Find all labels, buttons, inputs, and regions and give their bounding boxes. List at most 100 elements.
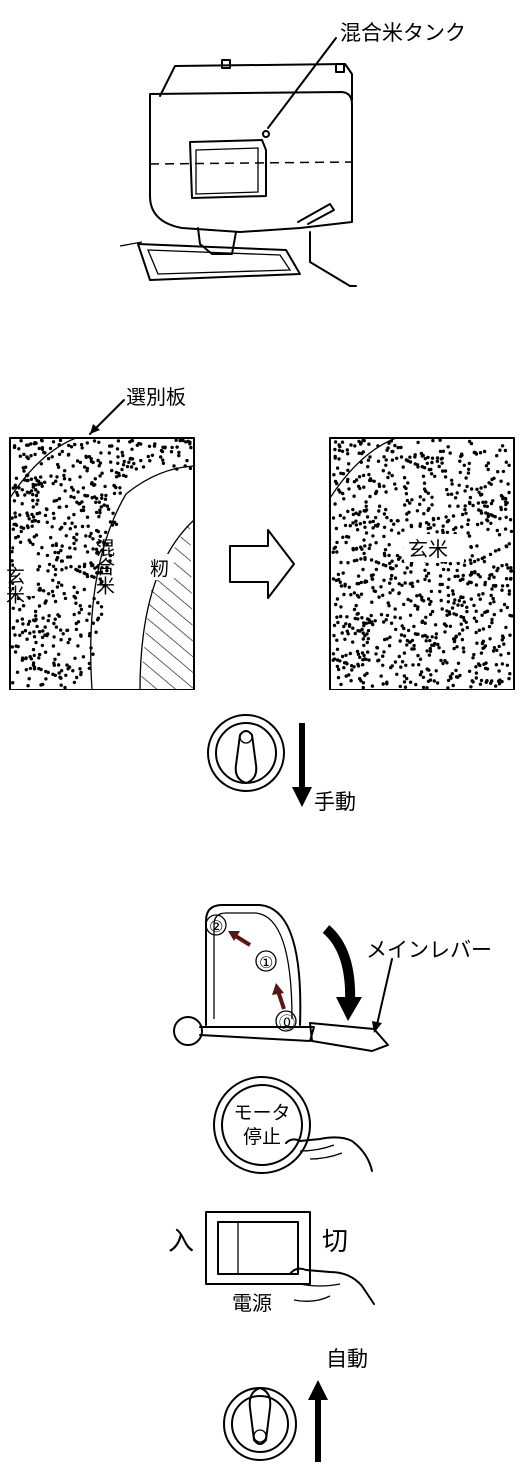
grain-dot — [382, 525, 387, 529]
grain-dot — [361, 567, 365, 572]
grain-dot — [99, 451, 103, 455]
motor-stop-button[interactable] — [221, 1084, 303, 1166]
tank-tray-inner — [147, 249, 292, 275]
grain-dot — [448, 451, 452, 455]
grain-dot — [469, 580, 473, 585]
grain-dot — [370, 600, 374, 604]
grain-dot — [399, 665, 403, 669]
right-label-bg — [404, 534, 464, 562]
grain-dot — [361, 681, 366, 685]
grain-dot — [366, 465, 370, 469]
grain-dot — [371, 622, 375, 627]
grain-dot — [11, 546, 15, 550]
grain-dot — [362, 485, 366, 489]
grain-dot — [395, 672, 399, 676]
grain-dot — [403, 503, 407, 507]
grain-dot — [130, 447, 134, 451]
grain-dot — [507, 589, 512, 593]
grain-dot — [491, 584, 496, 588]
grain-dot — [456, 561, 460, 566]
grain-dot — [457, 632, 462, 636]
grain-dot — [435, 681, 440, 685]
grain-dot — [370, 577, 375, 581]
manual-toggle-lever[interactable] — [234, 730, 258, 784]
power-rocker[interactable] — [217, 1221, 299, 1275]
grain-dot — [79, 633, 83, 637]
grain-dot — [43, 650, 48, 654]
tank-window-inner — [195, 147, 259, 195]
grain-dot — [339, 682, 343, 687]
grain-dot — [57, 497, 62, 501]
grain-dot — [455, 491, 459, 495]
grain-dot — [347, 462, 351, 466]
grain-dot — [383, 637, 387, 642]
grain-dot — [398, 639, 402, 643]
grain-dot — [446, 445, 450, 449]
grain-dot — [489, 501, 494, 506]
grain-dot — [91, 547, 95, 551]
grain-dot — [506, 651, 511, 656]
lever-rod — [199, 1026, 315, 1042]
grain-dot — [36, 568, 40, 572]
lever-quadrant-plate — [205, 904, 302, 1026]
grain-dot — [341, 472, 346, 476]
grain-dot — [455, 645, 459, 649]
auto-toggle-lever[interactable] — [248, 1387, 272, 1445]
grain-dot — [408, 640, 412, 644]
grain-dot — [409, 561, 414, 565]
grain-dot — [362, 551, 366, 556]
grain-dot — [385, 515, 389, 520]
grain-dot — [346, 561, 350, 565]
grain-dot — [420, 465, 424, 469]
main-lever-handle[interactable] — [309, 1022, 389, 1052]
grain-dot — [492, 565, 496, 569]
grain-dot — [336, 675, 341, 680]
grain-dot — [509, 566, 513, 570]
grain-dot — [452, 601, 456, 605]
grain-dot — [16, 596, 21, 601]
grain-dot — [469, 561, 473, 565]
grain-dot — [335, 466, 340, 470]
grain-dot — [358, 655, 362, 659]
grain-dot — [479, 486, 483, 490]
grain-dot — [424, 639, 428, 643]
grain-dot — [68, 555, 73, 559]
grain-dot — [428, 526, 433, 530]
grain-dot — [495, 648, 499, 652]
grain-dot — [188, 440, 192, 444]
grain-dot — [400, 583, 404, 587]
grain-dot — [402, 602, 406, 607]
grain-dot — [508, 518, 513, 522]
grain-dot — [393, 482, 397, 486]
grain-dot — [463, 507, 467, 512]
grain-dot — [483, 666, 488, 671]
grain-dot — [31, 542, 35, 546]
grain-dot — [446, 492, 450, 497]
grain-dot — [438, 582, 442, 587]
grain-dot — [483, 580, 487, 585]
grain-dot — [94, 510, 99, 515]
grain-dot — [460, 525, 464, 529]
grain-dot — [54, 625, 59, 629]
grain-dot — [331, 658, 335, 662]
grain-dot — [366, 650, 370, 654]
grain-dot — [94, 500, 98, 504]
grain-dot — [373, 589, 378, 594]
grain-dot — [356, 662, 360, 666]
grain-dot — [408, 455, 412, 459]
grain-dot — [15, 491, 19, 495]
grain-dot — [410, 647, 414, 651]
grain-dot — [445, 487, 449, 492]
tank-top-outline — [159, 63, 353, 101]
grain-dot — [36, 519, 41, 524]
grain-dot — [404, 663, 408, 667]
grain-dot — [477, 593, 481, 597]
grain-dot — [74, 601, 78, 605]
grain-dot — [387, 604, 391, 608]
grain-dot — [74, 627, 79, 632]
grain-dot — [357, 512, 361, 517]
grain-dot — [441, 469, 445, 473]
grain-dot — [39, 475, 43, 479]
grain-dot — [495, 454, 499, 458]
grain-dot — [52, 635, 56, 639]
